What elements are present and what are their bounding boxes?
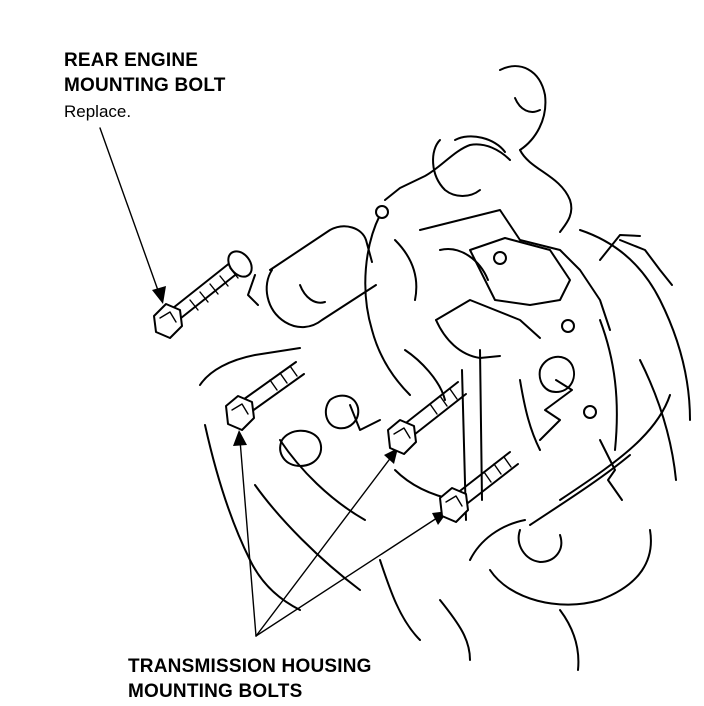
- rear-engine-note: Replace.: [64, 102, 132, 121]
- transmission-housing-bolt-2: [387, 381, 467, 455]
- transmission-label-line1: TRANSMISSION HOUSING: [128, 656, 372, 677]
- transmission-housing-bolt-3: [439, 451, 519, 523]
- transmission-label-line2: MOUNTING BOLTS: [128, 681, 303, 702]
- engine-block-outline: [199, 65, 691, 671]
- transmission-housing-bolt-1: [225, 361, 305, 431]
- rear-engine-leader-arrow: [99, 127, 166, 304]
- rear-engine-label-line2: MOUNTING BOLT: [64, 75, 226, 96]
- rear-engine-label-line1: REAR ENGINE: [64, 50, 199, 71]
- transmission-leader-arrows: [233, 430, 448, 637]
- rear-engine-mounting-bolt: [153, 250, 253, 339]
